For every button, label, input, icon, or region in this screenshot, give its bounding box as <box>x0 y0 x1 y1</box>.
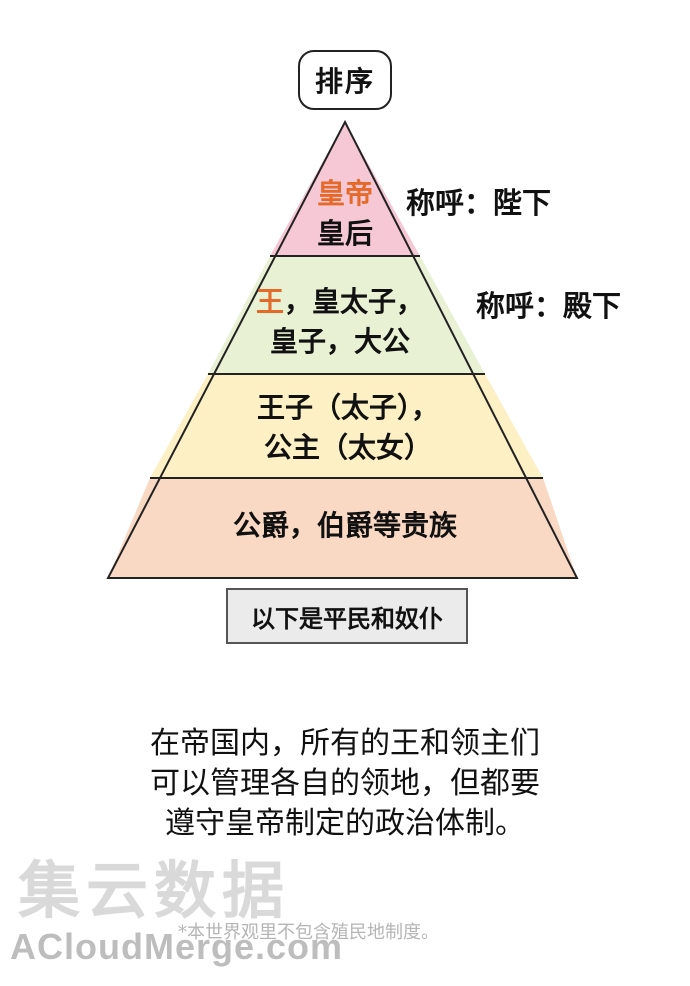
diagram-title: 排序 <box>298 50 392 110</box>
watermark-en: ACloudMerge.com <box>10 926 344 967</box>
description-line-1: 在帝国内，所有的王和领主们 <box>150 726 540 761</box>
pyramid-tier-2 <box>208 256 485 374</box>
pyramid-tier-4 <box>108 478 577 578</box>
description-line-2: 可以管理各自的领地，但都要 <box>150 766 540 801</box>
description-text: 在帝国内，所有的王和领主们 可以管理各自的领地，但都要 遵守皇帝制定的政治体制。 <box>90 724 600 844</box>
footnote: *本世界观里不包含殖民地制度。 <box>178 922 439 943</box>
tier-3-line-2: 公主（太女） <box>263 431 432 464</box>
tier-3-line-1: 王子（太子）， <box>256 391 439 424</box>
tier-4-line-1: 公爵，伯爵等贵族 <box>232 509 457 542</box>
pyramid-tier-3 <box>150 374 543 478</box>
tier-3-text: 王子（太子）， 公主（太女） <box>218 388 478 468</box>
tier-1-line-2: 皇后 <box>316 217 373 250</box>
tier-2-text: 王，皇太子， 皇子，大公 <box>240 282 440 362</box>
pyramid-tier-1 <box>270 122 420 256</box>
tier-4-text: 公爵，伯爵等贵族 <box>180 506 510 546</box>
description-line-3: 遵守皇帝制定的政治体制。 <box>165 806 525 841</box>
address-label-second: 称呼：殿下 <box>476 289 622 323</box>
commoners-label: 以下是平民和奴仆 <box>226 588 468 644</box>
tier-1-line-1: 皇帝 <box>316 177 373 210</box>
pyramid-outline <box>106 119 579 579</box>
tier-2-line-1-rest: ，皇太子， <box>284 285 425 318</box>
tier-2-highlight: 王 <box>255 285 284 318</box>
address-label-top: 称呼：陛下 <box>406 186 552 220</box>
tier-2-line-2: 皇子，大公 <box>269 325 410 358</box>
tier-2-line-1: 王，皇太子， <box>240 282 440 322</box>
watermark-cn: 集云数据 <box>18 854 291 927</box>
tier-1-text: 皇帝 皇后 <box>295 174 395 254</box>
